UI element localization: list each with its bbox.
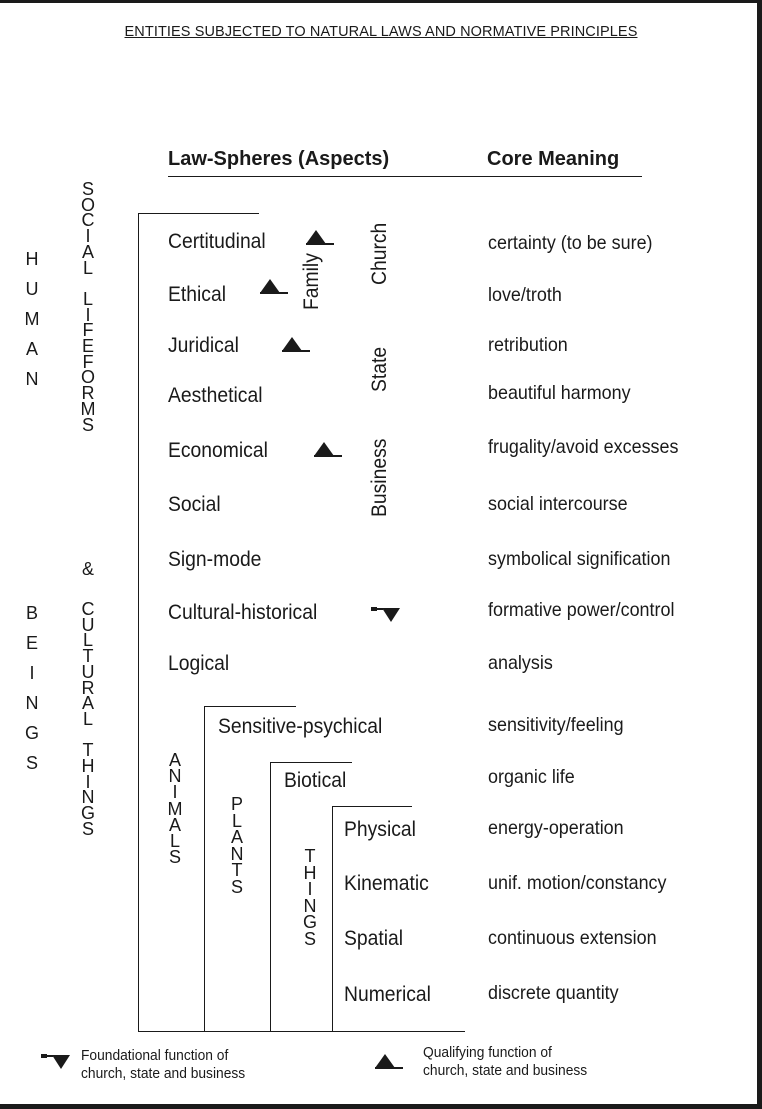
aspect-physical: Physical bbox=[344, 818, 416, 841]
things-bracket-left bbox=[332, 806, 333, 1032]
plants-bracket-top bbox=[270, 762, 352, 763]
law-spheres-header: Law-Spheres (Aspects) bbox=[168, 148, 390, 170]
aspect-economical: Economical bbox=[168, 439, 268, 462]
meaning-ethical: love/troth bbox=[488, 284, 562, 306]
frame-right-border bbox=[757, 0, 762, 1109]
frame-top-border bbox=[0, 0, 762, 3]
meaning-economical: frugality/avoid excesses bbox=[488, 436, 679, 458]
meaning-biotical: organic life bbox=[488, 766, 575, 788]
core-meaning-header: Core Meaning bbox=[487, 148, 620, 170]
triangle-up-icon bbox=[282, 337, 310, 352]
triangle-up-icon bbox=[260, 279, 288, 294]
triangle-up-icon bbox=[314, 442, 342, 457]
foundational-legend-line1: Foundational function of bbox=[81, 1047, 229, 1064]
meaning-logical: analysis bbox=[488, 652, 553, 674]
foundational-legend-line2: church, state and business bbox=[81, 1065, 246, 1082]
foundational-legend: Foundational function of church, state a… bbox=[81, 1047, 245, 1083]
meaning-cultural-historical: formative power/control bbox=[488, 599, 675, 621]
diagram-title: ENTITIES SUBJECTED TO NATURAL LAWS AND N… bbox=[124, 24, 638, 40]
state-rotated-label: State bbox=[368, 346, 391, 392]
qualifying-legend: Qualifying function of church, state and… bbox=[423, 1044, 587, 1080]
triangle-down-flag-icon bbox=[41, 1054, 70, 1069]
meaning-physical: energy-operation bbox=[488, 817, 624, 839]
frame-bottom-border bbox=[0, 1104, 762, 1109]
aspect-sensitive-psychical: Sensitive-psychical bbox=[218, 715, 383, 738]
bracket-bottom bbox=[138, 1031, 465, 1032]
meaning-aesthetical: beautiful harmony bbox=[488, 382, 631, 404]
header-underline bbox=[168, 176, 642, 177]
business-rotated-label: Business bbox=[368, 438, 391, 517]
meaning-sign-mode: symbolical signification bbox=[488, 548, 671, 570]
meaning-numerical: discrete quantity bbox=[488, 982, 619, 1004]
qualifying-legend-line2: church, state and business bbox=[423, 1062, 588, 1079]
family-rotated-label: Family bbox=[300, 253, 323, 310]
aspect-sign-mode: Sign-mode bbox=[168, 548, 262, 571]
aspect-spatial: Spatial bbox=[344, 927, 404, 950]
social-bracket-left bbox=[138, 213, 139, 1032]
social-bracket-top bbox=[138, 213, 259, 214]
church-rotated-label: Church bbox=[368, 222, 391, 285]
things-bracket-top bbox=[332, 806, 412, 807]
meaning-kinematic: unif. motion/constancy bbox=[488, 872, 667, 894]
meaning-juridical: retribution bbox=[488, 334, 568, 356]
animals-bracket-top bbox=[204, 706, 296, 707]
plants-bracket-left bbox=[270, 762, 271, 1032]
aspect-cultural-historical: Cultural-historical bbox=[168, 601, 318, 624]
triangle-up-icon bbox=[375, 1054, 403, 1069]
aspect-biotical: Biotical bbox=[284, 769, 347, 792]
aspect-social: Social bbox=[168, 493, 221, 516]
meaning-social: social intercourse bbox=[488, 493, 628, 515]
aspect-numerical: Numerical bbox=[344, 983, 431, 1006]
qualifying-legend-line1: Qualifying function of bbox=[423, 1044, 552, 1061]
ampersand-label: & bbox=[81, 559, 94, 579]
aspect-aesthetical: Aesthetical bbox=[168, 384, 263, 407]
aspect-ethical: Ethical bbox=[168, 283, 226, 306]
triangle-down-flag-icon bbox=[371, 607, 400, 622]
aspect-logical: Logical bbox=[168, 652, 230, 675]
aspect-certitudinal: Certitudinal bbox=[168, 230, 266, 253]
meaning-spatial: continuous extension bbox=[488, 927, 657, 949]
meaning-sensitive-psychical: sensitivity/feeling bbox=[488, 714, 624, 736]
aspect-kinematic: Kinematic bbox=[344, 872, 429, 895]
aspect-juridical: Juridical bbox=[168, 334, 239, 357]
meaning-certitudinal: certainty (to be sure) bbox=[488, 232, 653, 254]
triangle-up-icon bbox=[306, 230, 334, 245]
animals-bracket-left bbox=[204, 706, 205, 1032]
